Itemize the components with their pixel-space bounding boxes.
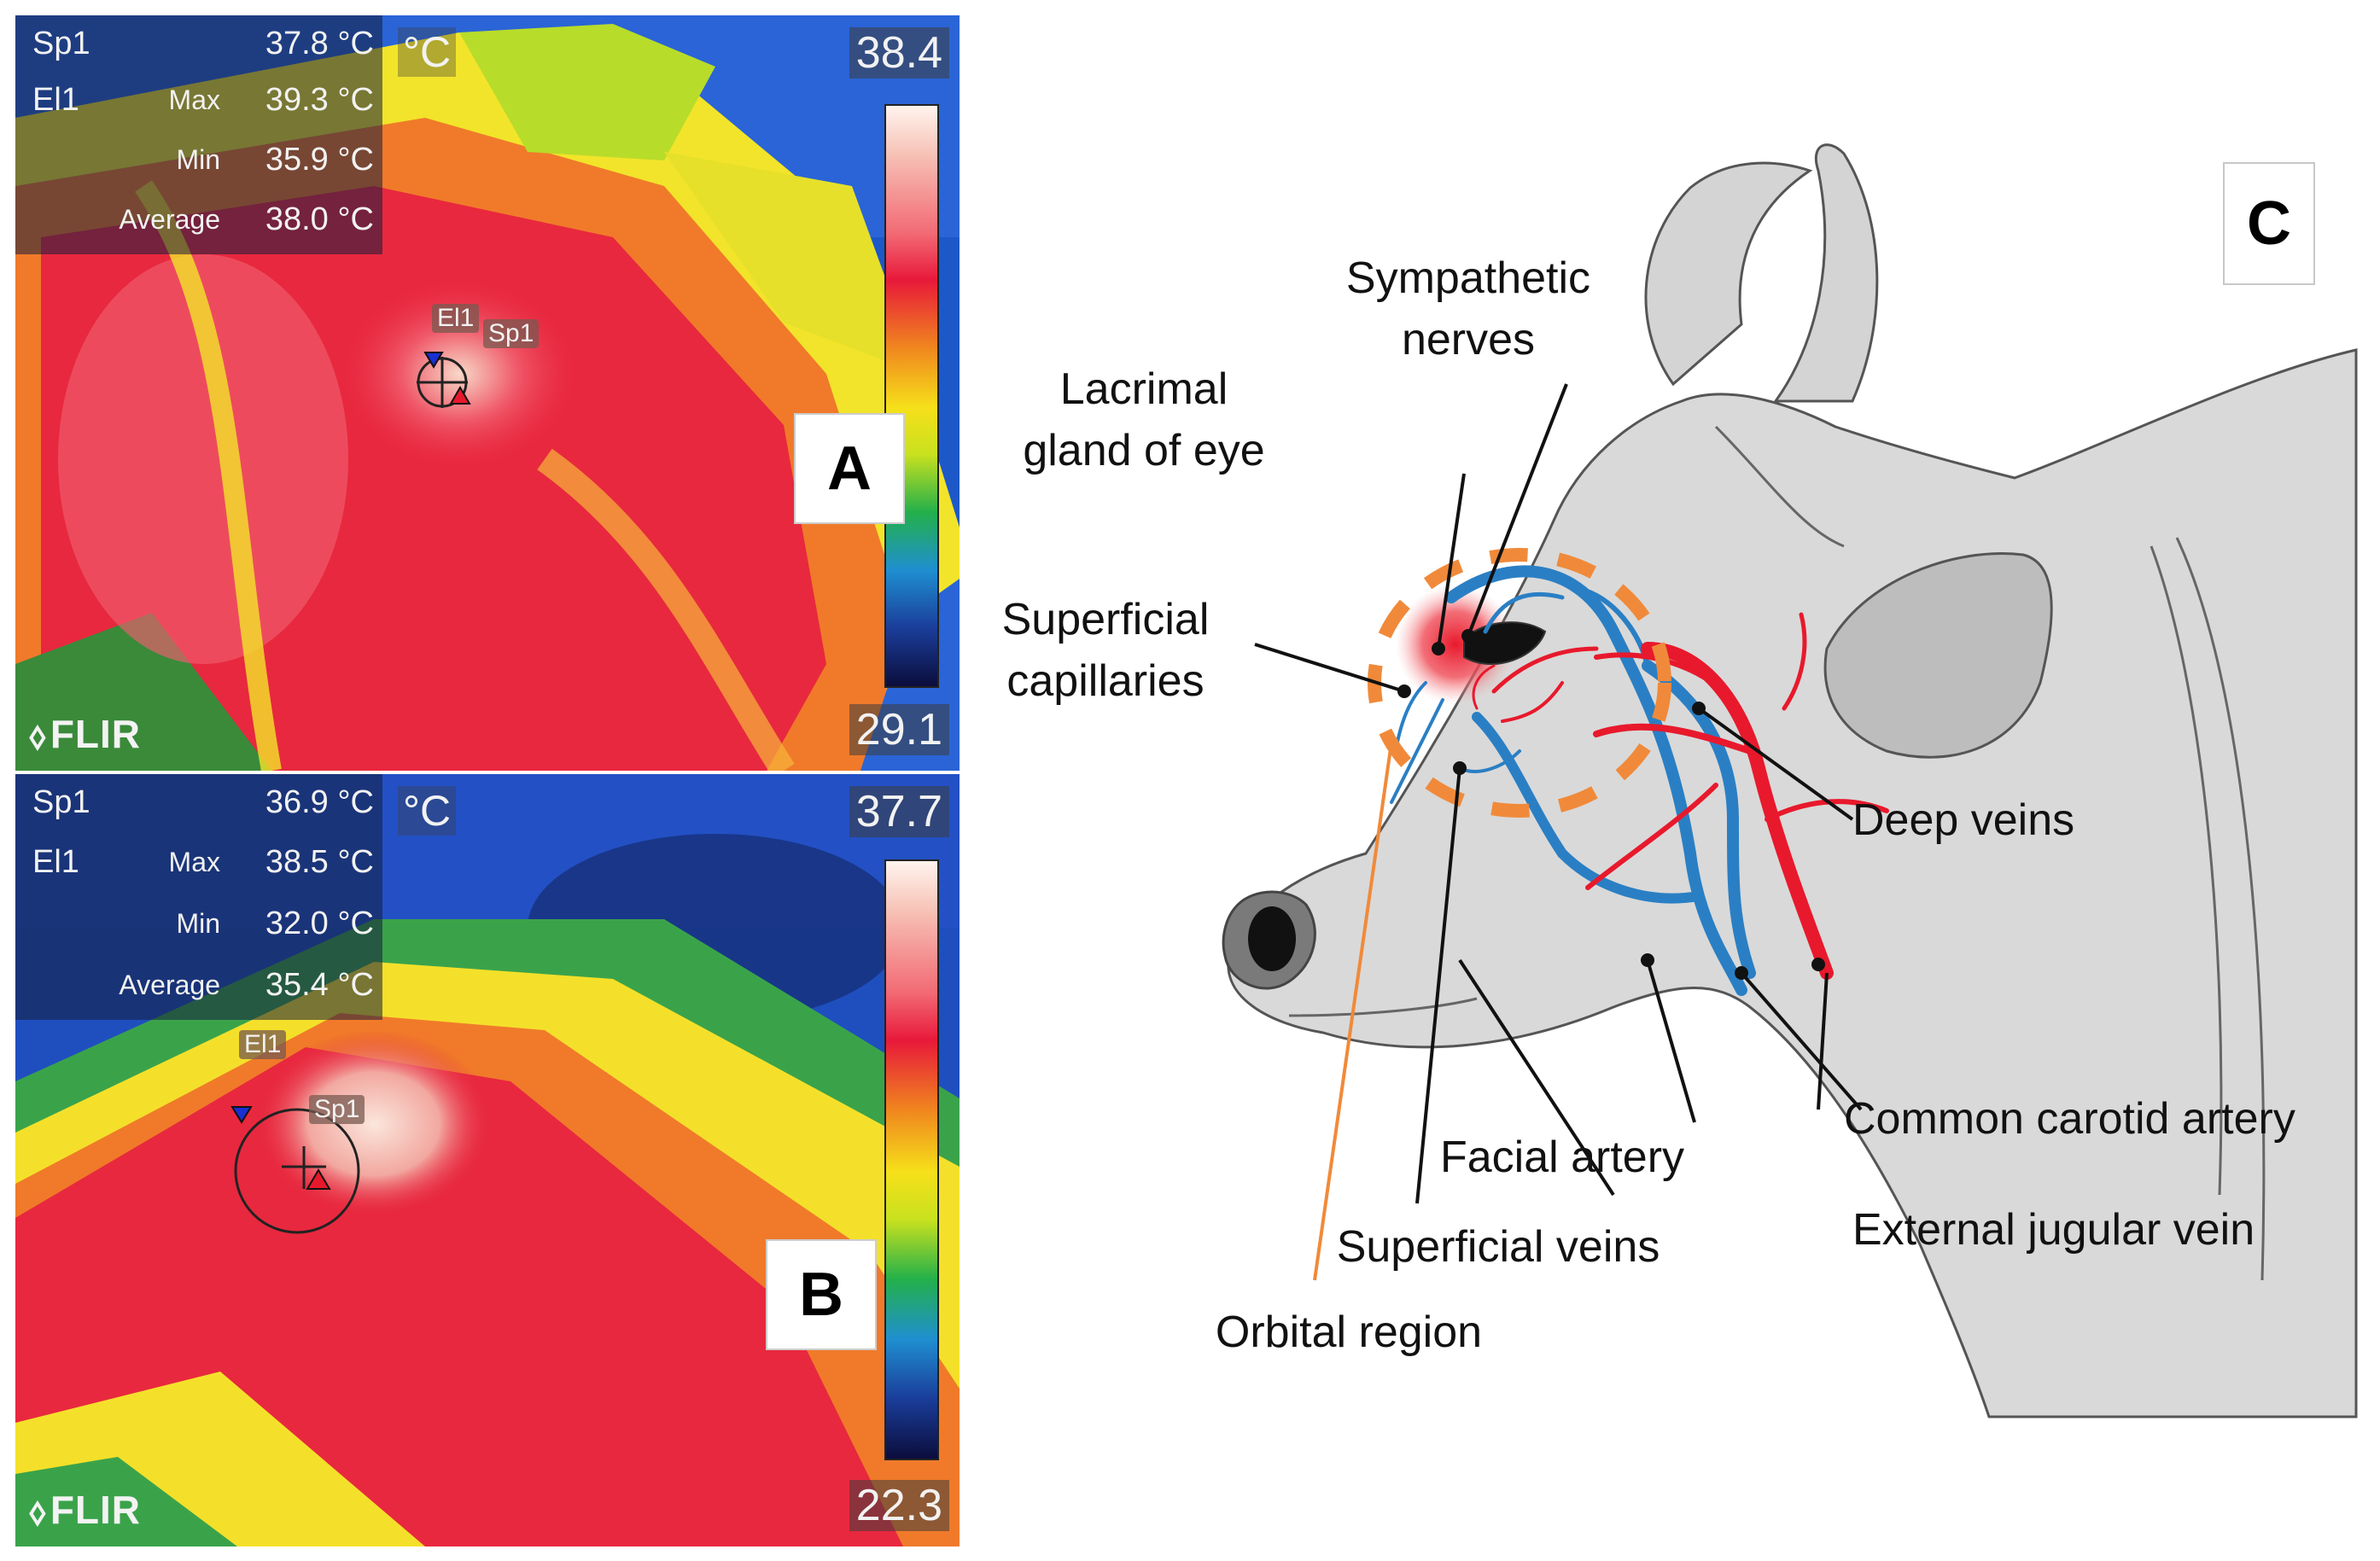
thermal-image-b: Sp1 36.9 °C El1 Max 38.5 °C Min 32.0 °C … [15, 774, 960, 1546]
spot-label: Sp1 [32, 26, 90, 61]
panel-label-a: A [794, 413, 905, 524]
label-lacrimal-gland: Lacrimal gland of eye [973, 358, 1315, 481]
label-line: Lacrimal [1059, 364, 1228, 414]
horn-right [1773, 143, 1879, 403]
thermal-background-a [15, 15, 960, 771]
panel-label-c: C [2223, 162, 2315, 285]
label-orbital-region: Orbital region [1215, 1308, 1483, 1357]
average-value: 38.0 °C [265, 201, 374, 237]
label-common-carotid-artery: Common carotid artery [1844, 1094, 2295, 1144]
unit-label: °C [398, 786, 457, 836]
label-deep-veins: Deep veins [1852, 795, 2075, 845]
average-label: Average [119, 970, 220, 1000]
label-line: capillaries [1006, 656, 1205, 706]
flir-mark-icon: ⬨ [29, 1490, 47, 1532]
mouth-line [1288, 997, 1478, 1017]
neck-fold-line [2150, 545, 2223, 1196]
thermal-image-a: Sp1 37.8 °C El1 Max 39.3 °C Min 35.9 °C … [15, 15, 960, 771]
spot-value: 37.8 °C [265, 26, 374, 61]
label-line: gland of eye [1023, 426, 1265, 475]
orbital-leader-dot [1385, 736, 1398, 749]
label-line: Superficial [1001, 595, 1210, 644]
min-label: Min [176, 908, 220, 939]
scale-min-value: 22.3 [849, 1480, 949, 1531]
max-label: Max [168, 847, 220, 877]
label-facial-artery: Facial artery [1439, 1133, 1685, 1182]
measurement-readout-b: Sp1 36.9 °C El1 Max 38.5 °C Min 32.0 °C … [15, 774, 382, 1020]
nostril-hole [1248, 906, 1296, 971]
flir-logo: ⬨FLIR [29, 711, 141, 757]
leader-dots [1397, 629, 1825, 980]
min-value: 32.0 °C [265, 906, 374, 941]
ellipse-tag: El1 [432, 304, 480, 333]
flir-logo: ⬨FLIR [29, 1487, 141, 1533]
panel-label-b: B [766, 1239, 877, 1350]
unit-label: °C [398, 27, 457, 77]
label-superficial-capillaries: Superficial capillaries [960, 589, 1251, 712]
max-value: 38.5 °C [265, 844, 374, 880]
artery-network [1472, 612, 1889, 980]
scale-min-value: 29.1 [849, 704, 949, 755]
label-external-jugular-vein: External jugular vein [1852, 1205, 2255, 1255]
ellipse-label: El1 [32, 82, 79, 118]
cow-head-diagram [1222, 143, 2358, 1418]
min-label: Min [176, 144, 220, 175]
label-line: Sympathetic [1345, 253, 1591, 303]
max-label: Max [168, 84, 220, 115]
horn-left [1644, 161, 1813, 387]
average-label: Average [119, 204, 220, 235]
ellipse-tag: El1 [239, 1030, 287, 1059]
flir-text: FLIR [50, 712, 142, 756]
spot-tag: Sp1 [483, 319, 540, 348]
measurement-readout-a: Sp1 37.8 °C El1 Max 39.3 °C Min 35.9 °C … [15, 15, 382, 254]
label-line: nerves [1401, 315, 1536, 364]
label-sympathetic-nerves: Sympathetic nerves [1280, 248, 1656, 370]
leader-lines [1254, 383, 1863, 1204]
ellipse-label: El1 [32, 844, 79, 880]
label-superficial-veins: Superficial veins [1336, 1222, 1660, 1272]
scale-max-value: 37.7 [849, 786, 949, 837]
spot-value: 36.9 °C [265, 784, 374, 820]
temperature-colorbar [884, 104, 939, 688]
flir-mark-icon: ⬨ [29, 714, 47, 756]
spot-tag: Sp1 [309, 1095, 365, 1124]
average-value: 35.4 °C [265, 967, 374, 1003]
scale-max-value: 38.4 [849, 27, 949, 79]
spot-label: Sp1 [32, 784, 90, 820]
temperature-colorbar [884, 859, 939, 1460]
orbital-leader-line [1313, 742, 1393, 1281]
vein-network [1390, 565, 1756, 996]
neck-fold-line [1714, 425, 1845, 548]
neck-fold-line [2175, 537, 2266, 1281]
ear [1823, 552, 2053, 759]
max-value: 39.3 °C [265, 82, 374, 118]
lacrimal-heat-spot [1396, 585, 1515, 704]
flir-text: FLIR [50, 1488, 142, 1532]
min-value: 35.9 °C [265, 142, 374, 178]
